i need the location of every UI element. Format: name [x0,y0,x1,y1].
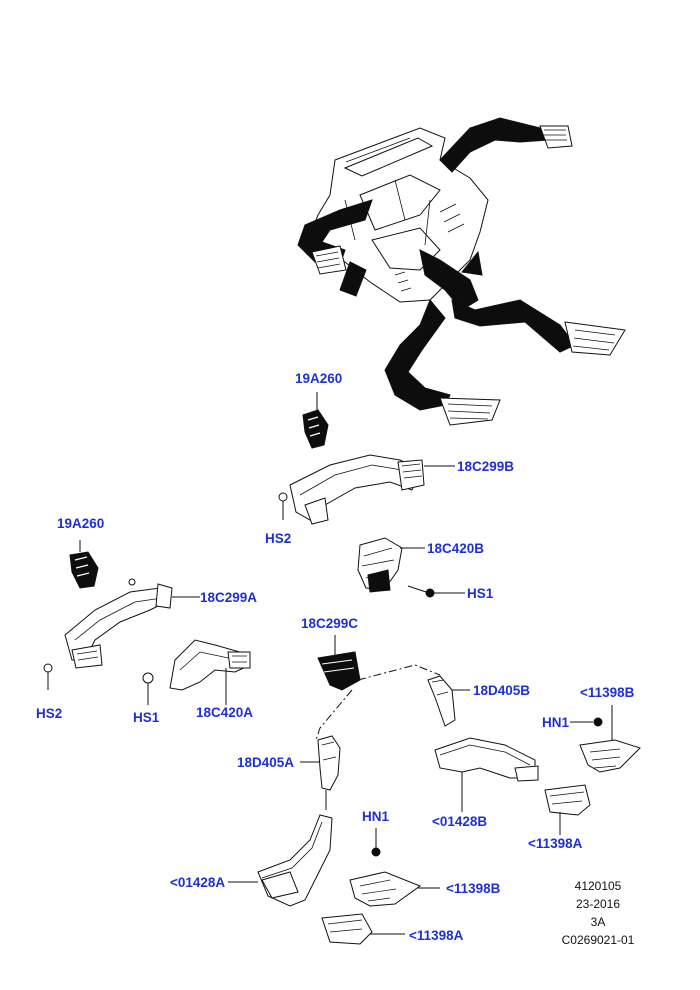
callout-19A260-upper: 19A260 [295,371,343,386]
callout-11398B-lower: <11398B [446,881,501,896]
callout-HS2-left: HS2 [36,706,63,721]
duct-18C420B [357,537,465,598]
piece-11398A-lower [321,913,405,945]
callout-11398A-right: <11398A [528,836,583,851]
dashboard-assembly [297,117,626,426]
bracket-11398B-lower [349,828,440,907]
duct-18D405B [427,675,470,727]
bracket-11398B-right [570,705,641,773]
reference-number: 4120105 [574,879,622,893]
callout-01428A: <01428A [170,875,226,890]
duct-18D405A [300,735,341,810]
callout-18C299B: 18C299B [457,459,515,474]
duct-01428A [228,814,333,907]
callout-HN1-right: HN1 [542,715,570,730]
callout-01428B: <01428B [432,814,488,829]
reference-code: C0269021-01 [561,933,635,947]
bracket-19A260-upper [302,392,329,449]
callout-HN1-lower: HN1 [362,809,390,824]
duct-18C299A [43,578,200,690]
callout-18C420A: 18C420A [196,705,254,720]
callout-18D405A: 18D405A [237,755,295,770]
duct-18C420A [142,639,251,705]
callout-11398A-lower: <11398A [409,928,464,943]
duct-01428B [434,737,539,812]
callout-HS1-upper: HS1 [467,586,494,601]
duct-18C299B [278,454,455,525]
callout-18C299C: 18C299C [301,616,359,631]
callout-HS2-upper: HS2 [265,531,292,546]
bracket-19A260-left [69,540,99,589]
callout-19A260-left: 19A260 [57,516,105,531]
callout-18C420B: 18C420B [427,541,485,556]
callout-18C299A: 18C299A [200,590,258,605]
callout-HS1-left: HS1 [133,710,160,725]
piece-11398A-right [544,784,591,835]
reference-revision: 3A [590,915,606,929]
callout-11398B-right: <11398B [580,685,635,700]
callout-18D405B: 18D405B [473,683,531,698]
reference-date: 23-2016 [575,897,621,911]
duct-18C299C [315,635,441,741]
